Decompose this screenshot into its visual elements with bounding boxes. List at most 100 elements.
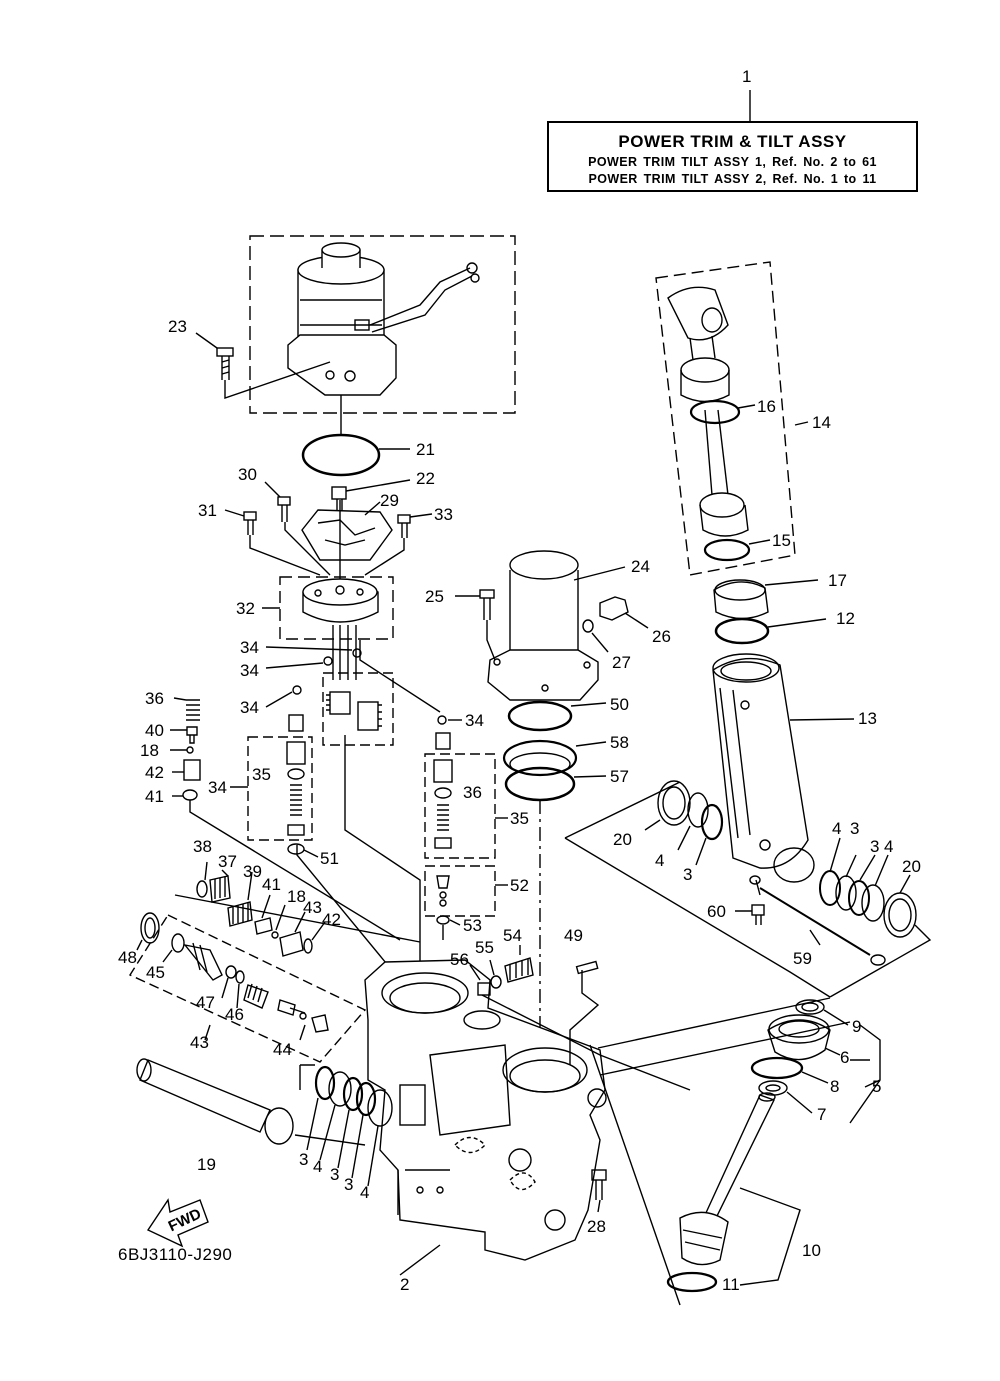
callout-26: 26 (652, 627, 671, 646)
callout-4: 4 (832, 819, 841, 838)
callout-31: 31 (198, 501, 217, 520)
callout-45: 44 (273, 1040, 292, 1059)
callout-1: 1 (742, 67, 751, 86)
callout-3: 3 (330, 1165, 339, 1184)
callout-14: 14 (812, 413, 831, 432)
callout-labels: 1 2 3 3 3 3 3 3 4 4 4 4 4 5 6 7 8 9 10 1… (118, 67, 921, 1294)
title-box: POWER TRIM & TILT ASSY POWER TRIM TILT A… (547, 121, 918, 192)
motor-icon (287, 242, 480, 396)
callout-4: 4 (884, 837, 893, 856)
callout-4: 4 (360, 1183, 369, 1202)
callout-34: 34 (465, 711, 484, 730)
assembly-line-1: POWER TRIM TILT ASSY 1, Ref. No. 2 to 61 (588, 155, 877, 169)
callout-61: 60 (707, 902, 726, 921)
callout-22: 22 (416, 469, 435, 488)
callout-51: 50 (610, 695, 629, 714)
gear-pump-icon (326, 691, 382, 731)
housing-2-icon (364, 959, 607, 1261)
callout-20: 20 (902, 857, 921, 876)
callout-15: 15 (772, 531, 791, 550)
callout-34: 34 (240, 698, 259, 717)
callout-25: 25 (425, 587, 444, 606)
callout-52: 51 (320, 849, 339, 868)
callout-39: 38 (193, 837, 212, 856)
screw-23-icon (216, 347, 234, 380)
callout-3: 3 (870, 837, 879, 856)
rod-10-icon (679, 1092, 776, 1266)
callout-4: 4 (313, 1157, 322, 1176)
callout-9: 9 (852, 1017, 861, 1036)
callout-53: 52 (510, 876, 529, 895)
callout-42: 42 (322, 910, 341, 929)
diagram-code: 6BJ3110-J290 (118, 1245, 233, 1264)
callout-58: 57 (610, 767, 629, 786)
callout-54: 53 (463, 916, 482, 935)
callout-12: 12 (836, 609, 855, 628)
cylinder-13-icon (712, 653, 815, 883)
callout-34: 34 (240, 638, 259, 657)
motor-group-box (249, 235, 516, 414)
callout-21: 21 (416, 440, 435, 459)
spring-37-icon (186, 699, 200, 721)
callout-49: 48 (118, 948, 137, 967)
callout-36: 36 (463, 783, 482, 802)
bolt-22-icon (331, 486, 347, 500)
callout-55: 54 (503, 926, 522, 945)
callout-4: 4 (655, 851, 664, 870)
callout-59: 58 (610, 733, 629, 752)
callout-46: 45 (146, 963, 165, 982)
o-ring-21 (301, 433, 381, 477)
callout-20: 20 (613, 830, 632, 849)
callout-57: 56 (450, 950, 469, 969)
callout-28: 28 (587, 1217, 606, 1236)
tilt-rod-14-icon (667, 286, 749, 537)
callout-40: 39 (243, 862, 262, 881)
callout-18: 18 (287, 887, 306, 906)
callout-3: 3 (850, 819, 859, 838)
callout-44: 43 (190, 1033, 209, 1052)
callout-36: 35 (252, 765, 271, 784)
callout-33: 33 (434, 505, 453, 524)
plunger-48-icon (183, 943, 223, 981)
callout-13: 13 (858, 709, 877, 728)
callout-17: 17 (828, 571, 847, 590)
callout-38: 37 (218, 852, 237, 871)
callout-8: 8 (830, 1077, 839, 1096)
callout-16: 16 (757, 397, 776, 416)
plug-26-icon (599, 596, 629, 621)
valve-group-box (279, 576, 394, 640)
callout-43: 43 (303, 898, 322, 917)
callout-10: 10 (802, 1241, 821, 1260)
callout-29: 29 (380, 491, 399, 510)
callout-35: 35 (510, 809, 529, 828)
callout-27: 27 (612, 653, 631, 672)
callout-34: 34 (240, 661, 259, 680)
callout-32: 32 (236, 599, 255, 618)
reservoir-24-icon (487, 550, 599, 701)
callout-43: 42 (145, 763, 164, 782)
check-valve-35-left-icon (286, 714, 306, 855)
callout-3: 3 (299, 1150, 308, 1169)
callout-37: 36 (145, 689, 164, 708)
callout-5: 5 (872, 1077, 881, 1096)
assembly-line-2: POWER TRIM TILT ASSY 2, Ref. No. 1 to 11 (588, 172, 877, 186)
callout-24: 24 (631, 557, 650, 576)
callout-2: 2 (400, 1275, 409, 1294)
callout-18: 18 (140, 741, 159, 760)
callout-30: 30 (238, 465, 257, 484)
callout-35: 34 (208, 778, 227, 797)
callout-3: 3 (344, 1175, 353, 1194)
callout-41: 41 (262, 875, 281, 894)
callout-6: 6 (840, 1048, 849, 1067)
plate-29-icon (301, 509, 393, 561)
callout-3: 3 (683, 865, 692, 884)
callout-7: 7 (817, 1105, 826, 1124)
callout-50: 49 (564, 926, 583, 945)
callout-48: 47 (196, 993, 215, 1012)
rod-19-icon (136, 1058, 294, 1145)
assembly-title: POWER TRIM & TILT ASSY (618, 132, 847, 151)
spring-55-icon (504, 957, 534, 983)
callout-60: 59 (793, 949, 812, 968)
callout-19: 19 (197, 1155, 216, 1174)
